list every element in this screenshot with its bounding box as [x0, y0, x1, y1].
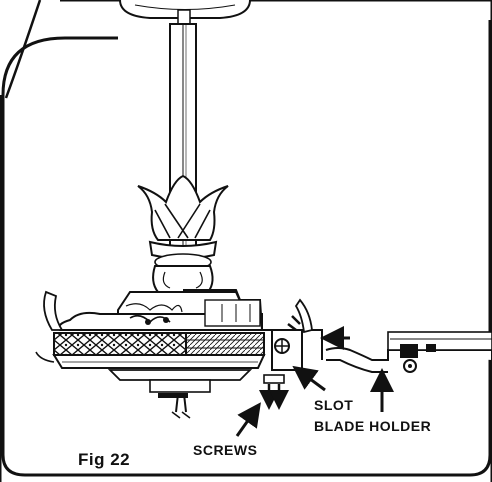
blade-holder-label: BLADE HOLDER — [314, 418, 432, 434]
screws — [259, 374, 289, 410]
decorative-cup — [137, 174, 229, 293]
callout-arrows — [235, 365, 394, 437]
slot-label: SLOT — [314, 397, 354, 413]
canopy — [119, 0, 251, 25]
right-finial — [287, 298, 313, 334]
motor-bracket — [183, 289, 323, 371]
figure-label: Fig 22 — [78, 450, 131, 469]
left-finial — [35, 290, 64, 363]
screws-label: SCREWS — [193, 442, 258, 458]
blade-holder — [325, 331, 492, 373]
